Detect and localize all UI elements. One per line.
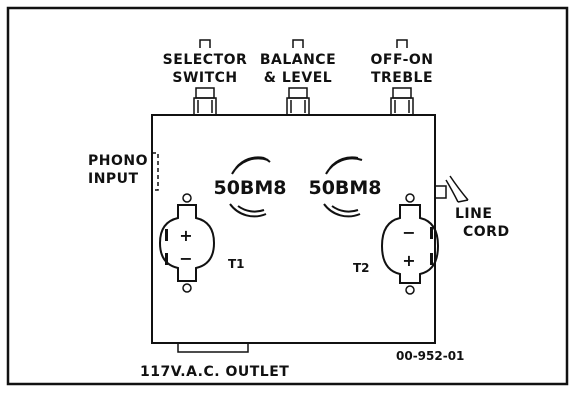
outer-border: [6, 6, 569, 386]
balance-label-line2: & LEVEL: [264, 70, 332, 86]
balance-level-knob: [286, 87, 310, 116]
t1-label: T1: [228, 257, 245, 271]
line-cord: LINE CORD: [435, 175, 510, 240]
outlet-label: 117V.A.C. OUTLET: [140, 364, 289, 380]
phono-label-line2: INPUT: [88, 171, 139, 187]
selector-label-line1: SELECTOR: [163, 52, 248, 68]
line-cord-label-line1: LINE: [455, 206, 492, 222]
tube-right-label: 50BM8: [308, 177, 381, 199]
transformer-t1: + − T1: [158, 193, 245, 293]
balance-label-line1: BALANCE: [260, 52, 336, 68]
chassis-body: [151, 114, 436, 344]
tube-left: 50BM8: [213, 156, 287, 218]
transformer-t2: − + T2: [353, 193, 440, 295]
t1-plus: +: [179, 226, 192, 245]
drawing-number: 00-952-01: [396, 349, 464, 363]
selector-switch-knob: [193, 87, 217, 116]
offon-label-line1: OFF-ON: [370, 52, 433, 68]
tube-right: 50BM8: [308, 156, 382, 218]
selector-label-line2: SWITCH: [172, 70, 237, 86]
offon-label-line2: TREBLE: [371, 70, 433, 86]
offon-treble-knob: [390, 87, 414, 116]
balance-marker: [292, 39, 304, 48]
t2-plus: +: [402, 251, 415, 270]
offon-marker: [396, 39, 408, 48]
phono-jack: [152, 152, 159, 191]
phono-label-line1: PHONO: [88, 153, 148, 169]
selector-marker: [199, 39, 211, 48]
t2-minus: −: [402, 223, 415, 242]
t1-minus: −: [179, 249, 192, 268]
t2-label: T2: [353, 261, 370, 275]
ac-outlet: [177, 342, 249, 353]
line-cord-label-line2: CORD: [463, 224, 510, 240]
tube-left-label: 50BM8: [213, 177, 286, 199]
